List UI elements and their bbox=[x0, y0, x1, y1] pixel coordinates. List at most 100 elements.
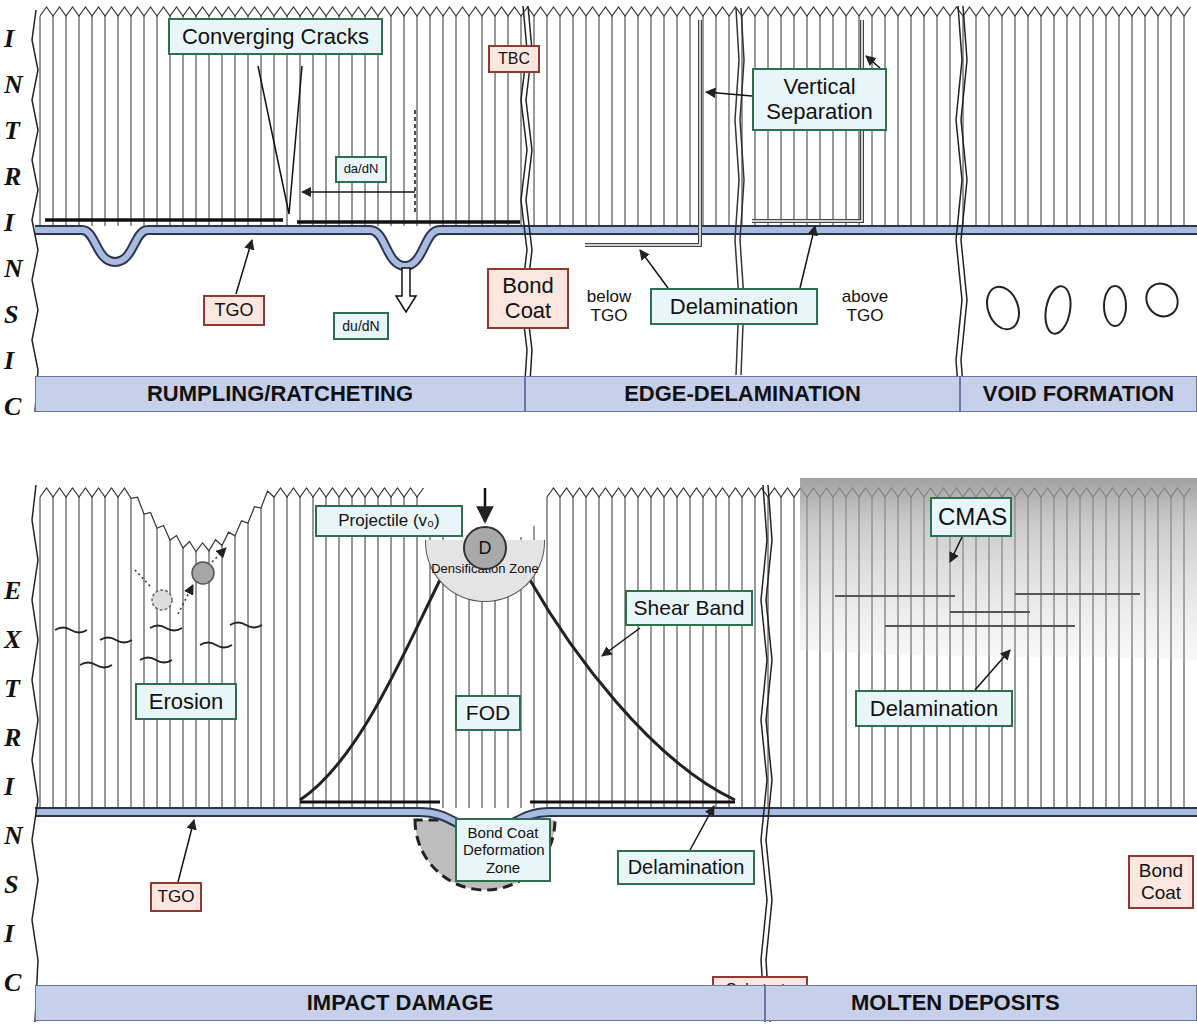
column-line bbox=[729, 16, 730, 226]
leader-line bbox=[178, 820, 194, 882]
column-line bbox=[573, 497, 574, 808]
label-box: Delamination bbox=[855, 690, 1013, 727]
column-line bbox=[1028, 16, 1029, 226]
column-line bbox=[196, 552, 197, 808]
label-box: Converging Cracks bbox=[168, 18, 383, 55]
leader-line bbox=[800, 226, 815, 288]
label-box: Bond Coat Deformation Zone bbox=[455, 818, 551, 882]
column-line bbox=[924, 16, 925, 226]
column-line bbox=[248, 523, 249, 808]
node-text: da/dN bbox=[343, 162, 379, 177]
node-text: du/dN bbox=[341, 318, 381, 334]
label-box: Shear Band bbox=[625, 590, 753, 626]
particle bbox=[152, 590, 172, 610]
node-text: IMPACT DAMAGE bbox=[307, 990, 494, 1015]
column-line bbox=[53, 16, 54, 226]
annotation: below TGO bbox=[580, 288, 638, 325]
crack-line-inner bbox=[585, 20, 700, 245]
node-text: Delamination bbox=[658, 294, 810, 319]
column-line bbox=[638, 497, 639, 808]
mechanism-band: RUMPLING/RATCHETING bbox=[35, 376, 525, 412]
panel-heading: EXTRINSIC bbox=[4, 566, 30, 1007]
growth-arrow bbox=[302, 191, 415, 193]
column-line bbox=[66, 497, 67, 808]
column-line bbox=[742, 497, 743, 808]
node-text: Converging Cracks bbox=[176, 24, 375, 49]
column-line bbox=[729, 497, 730, 808]
column-line bbox=[326, 497, 327, 808]
column-line bbox=[105, 497, 106, 808]
annotation: above TGO bbox=[836, 288, 894, 325]
column-line bbox=[79, 497, 80, 808]
column-line bbox=[417, 16, 418, 226]
column-line bbox=[235, 536, 236, 808]
bond-coat-layer bbox=[35, 232, 1197, 377]
column-line bbox=[1054, 16, 1055, 226]
label-box: Delamination bbox=[617, 850, 755, 885]
leader-line bbox=[640, 250, 668, 288]
column-line bbox=[352, 497, 353, 808]
node-text: TGO bbox=[210, 300, 258, 321]
panel-edge bbox=[32, 485, 38, 1022]
layer-tag: TGO bbox=[203, 295, 265, 326]
column-line bbox=[92, 16, 93, 226]
column-line bbox=[690, 497, 691, 808]
layer-tag: TGO bbox=[150, 882, 202, 912]
column-line bbox=[703, 497, 704, 808]
column-line bbox=[209, 551, 210, 808]
trajectory bbox=[212, 548, 226, 562]
node-text: Bond Coat Deformation Zone bbox=[463, 824, 543, 876]
crack-line bbox=[297, 220, 520, 224]
leader-line bbox=[706, 92, 752, 96]
mechanism-band: EDGE-DELAMINATION bbox=[525, 376, 960, 412]
column-line bbox=[560, 497, 561, 808]
column-line bbox=[404, 16, 405, 226]
node-text: D bbox=[479, 538, 492, 559]
column-tips bbox=[40, 7, 1191, 16]
node-text: FOD bbox=[463, 701, 513, 725]
column-line bbox=[586, 16, 587, 226]
column-line bbox=[131, 498, 132, 808]
column-line bbox=[703, 16, 704, 226]
mechanism-band: VOID FORMATION bbox=[960, 376, 1197, 412]
column-line bbox=[430, 16, 431, 226]
erosion-crack bbox=[55, 623, 262, 668]
node-text: MOLTEN DEPOSITS bbox=[851, 990, 1060, 1015]
mechanism-band: MOLTEN DEPOSITS bbox=[765, 985, 1197, 1021]
node-text: TGO bbox=[157, 887, 195, 907]
hollow-arrow bbox=[396, 268, 416, 312]
node-text: EDGE-DELAMINATION bbox=[624, 381, 861, 406]
column-line bbox=[547, 497, 548, 808]
column-line bbox=[391, 497, 392, 808]
column-line bbox=[170, 540, 171, 808]
column-line bbox=[391, 16, 392, 226]
dashed-line bbox=[414, 110, 416, 214]
column-line bbox=[274, 497, 275, 808]
column-line bbox=[612, 16, 613, 226]
void bbox=[981, 282, 1024, 334]
label-box: Erosion bbox=[135, 683, 237, 720]
leader-line bbox=[690, 806, 714, 850]
column-line bbox=[287, 497, 288, 808]
column-line bbox=[1184, 16, 1185, 226]
column-line bbox=[92, 497, 93, 808]
bond-coat-layer bbox=[35, 818, 1197, 986]
column-line bbox=[963, 16, 964, 226]
column-line bbox=[625, 16, 626, 226]
layer-tag: Bond Coat bbox=[1128, 855, 1194, 909]
column-line bbox=[66, 16, 67, 226]
column-line bbox=[625, 497, 626, 808]
label-box: Vertical Separation bbox=[752, 68, 887, 131]
column-line bbox=[716, 497, 717, 808]
trajectory bbox=[135, 570, 150, 586]
column-line bbox=[131, 16, 132, 226]
column-line bbox=[677, 16, 678, 226]
mechanism-band: IMPACT DAMAGE bbox=[35, 985, 765, 1021]
node-text: Projectile (v₀) bbox=[323, 511, 455, 531]
trajectory bbox=[178, 585, 193, 614]
column-line bbox=[911, 16, 912, 226]
column-line bbox=[651, 16, 652, 226]
leader-line bbox=[258, 66, 302, 214]
column-line bbox=[1080, 16, 1081, 226]
